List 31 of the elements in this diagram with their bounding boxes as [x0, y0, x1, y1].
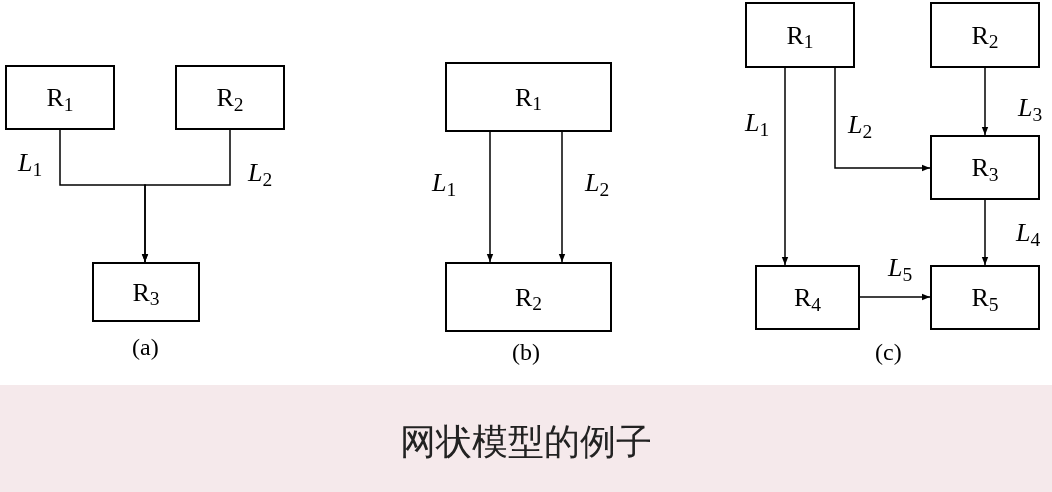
edge-label: L$_{1}$: [745, 110, 770, 136]
edge-label: L$_{3}$: [1018, 95, 1043, 121]
entity-box: R$_{2}$: [175, 65, 285, 130]
entity-box: R$_{4}$: [755, 265, 860, 330]
arrow: [859, 293, 931, 301]
entity-box: R$_{1}$: [745, 2, 855, 68]
arrow: [558, 131, 566, 263]
entity-box: R$_{1}$: [5, 65, 115, 130]
subfigure-label: (c): [875, 340, 902, 364]
arrow: [486, 131, 494, 263]
arrow: [834, 67, 931, 172]
entity-box: R$_{1}$: [445, 62, 612, 132]
edge-label: L$_{1}$: [18, 150, 43, 176]
arrow: [141, 129, 231, 263]
entity-box: R$_{2}$: [445, 262, 612, 332]
entity-box: R$_{5}$: [930, 265, 1040, 330]
edge-label: L$_{4}$: [1016, 220, 1041, 246]
edge-label: L$_{5}$: [888, 255, 913, 281]
edge-label: L$_{2}$: [848, 112, 873, 138]
arrow: [781, 67, 789, 266]
edge-label: L$_{2}$: [585, 170, 610, 196]
entity-box: R$_{3}$: [92, 262, 200, 322]
caption: 网状模型的例子: [399, 420, 653, 464]
entity-box: R$_{2}$: [930, 2, 1040, 68]
entity-box: R$_{3}$: [930, 135, 1040, 200]
arrow: [981, 199, 989, 266]
subfigure-label: (b): [512, 340, 540, 364]
edge-label: L$_{1}$: [432, 170, 457, 196]
subfigure-label: (a): [132, 335, 159, 359]
arrow: [981, 67, 989, 136]
edge-label: L$_{2}$: [248, 160, 273, 186]
